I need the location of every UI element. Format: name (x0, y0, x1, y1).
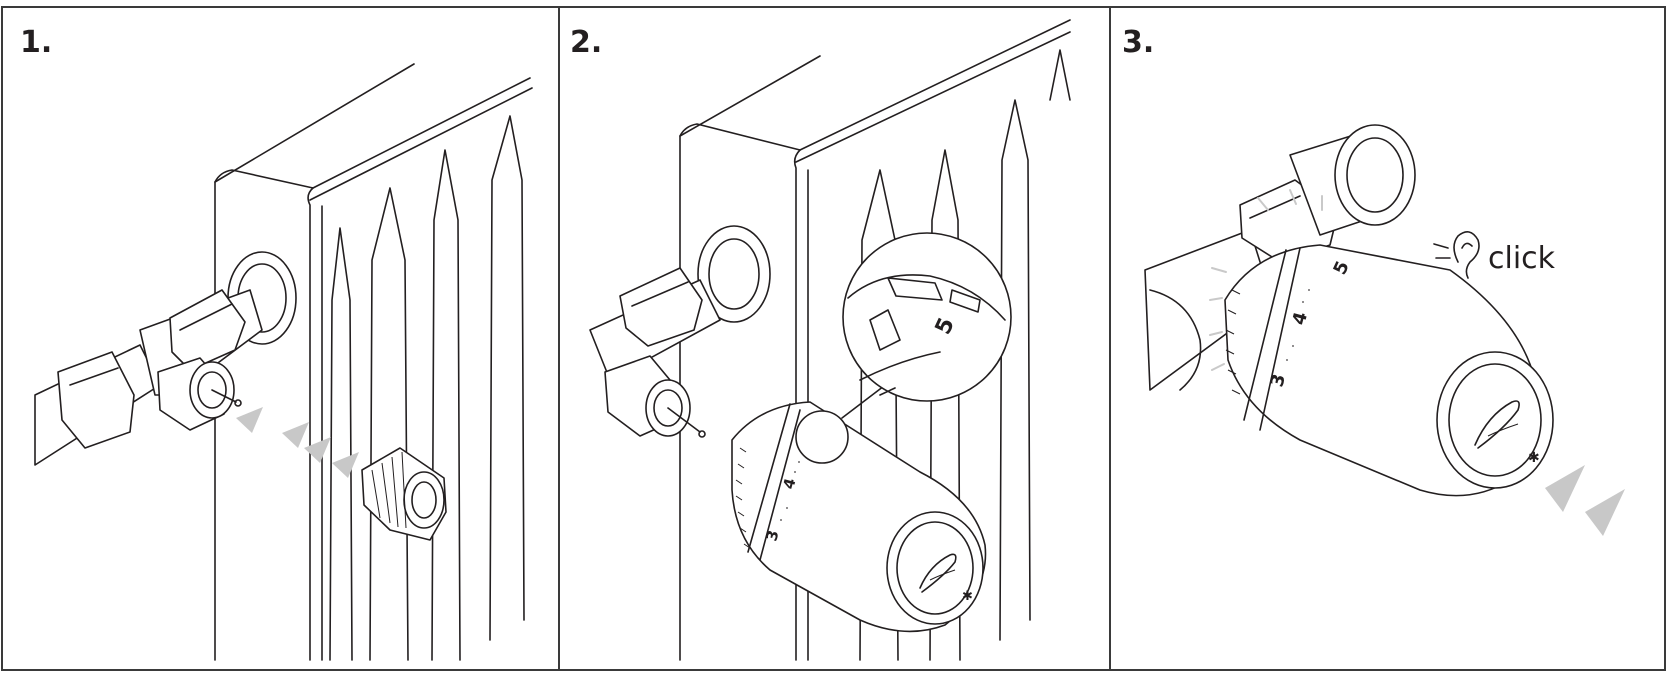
dial-ring (735, 447, 751, 549)
thermostat-head: 3 4 5 ✱ (1209, 189, 1554, 497)
step-number: 3. (1122, 25, 1154, 60)
brand-logo (1474, 400, 1520, 449)
protection-cap (361, 447, 447, 541)
panel-1: 1. (20, 25, 533, 661)
radiator-valve (34, 289, 263, 466)
panel-2: 2. (570, 19, 1071, 661)
dial-mark: 4 (1289, 310, 1313, 328)
radiator-valve (1144, 124, 1416, 391)
thermostat-head: 3 4 5 ✱ (731, 401, 987, 633)
radiator-valve (589, 267, 721, 438)
brand-logo (919, 553, 957, 593)
click-label: click (1488, 241, 1556, 276)
dial-mark: 4 (779, 476, 799, 491)
ear-icon (1433, 231, 1480, 279)
panel-3: 3. 3 4 5 ✱ (1122, 25, 1625, 536)
snowflake-icon: ✱ (1528, 450, 1540, 466)
dial-mark: 3 (762, 528, 782, 543)
diagram-frame (1, 6, 1666, 671)
arrow-right-icon (1545, 465, 1625, 536)
arrow-right-icon (236, 407, 359, 478)
radiator (214, 63, 533, 661)
click-indicator: click (1433, 231, 1556, 279)
thermostat-cap (886, 511, 984, 625)
step-number: 1. (20, 25, 52, 60)
thermostat-cap (1436, 351, 1554, 489)
snap-rays (1209, 189, 1323, 371)
snowflake-icon: ✱ (962, 589, 973, 604)
zoom-callout: 5 (795, 232, 1012, 464)
dial-mark: 3 (1267, 372, 1291, 390)
step-number: 2. (570, 25, 602, 60)
